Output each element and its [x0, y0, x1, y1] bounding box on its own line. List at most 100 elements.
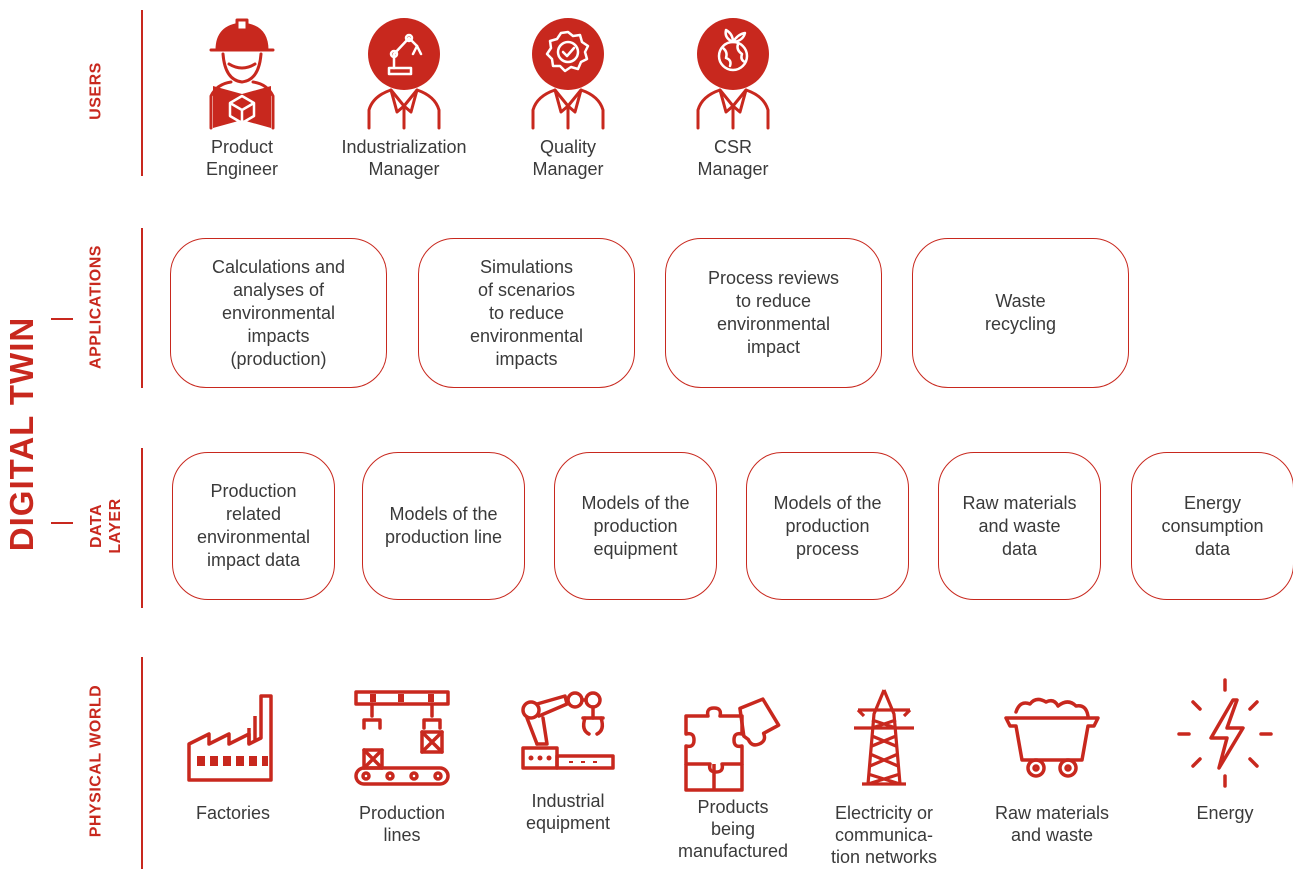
data-layer-text-line: Models of the: [389, 504, 498, 524]
physical-label: Electricity or communica- tion networks: [809, 802, 959, 868]
product-engineer-icon: [209, 18, 275, 130]
physical-label-line1: Industrial: [531, 791, 605, 811]
physical-label-line1: Products: [697, 797, 769, 817]
application-text-line: (production): [230, 348, 327, 369]
physical-item-industrial-equipment: Industrial equipment: [493, 688, 643, 834]
application-text-line: environmental: [716, 314, 831, 334]
physical-item-networks: Electricity or communica- tion networks: [809, 688, 959, 868]
user-label-line2: Manager: [368, 159, 440, 179]
physical-label: Factories: [158, 802, 308, 824]
application-text-line: to reduce: [488, 302, 565, 323]
section-line-applications: [141, 228, 143, 388]
data-layer-text-line: production: [785, 515, 870, 536]
physical-item-raw-materials: Raw materials and waste: [977, 688, 1127, 846]
data-layer-text-line: data: [1194, 538, 1231, 559]
application-text-line: of scenarios: [477, 279, 576, 300]
user-label-line1: Quality: [539, 137, 597, 157]
physical-label-line2: lines: [383, 825, 421, 845]
physical-label-line1: Factories: [195, 803, 271, 823]
application-text-line: Calculations and: [211, 256, 346, 277]
user-label-line1: Industrialization: [341, 137, 467, 157]
physical-label-line1: Energy: [1196, 803, 1254, 823]
data-layer-box: Energy consumption data: [1131, 452, 1293, 600]
application-text-line: recycling: [984, 314, 1057, 334]
power-tower-icon: [854, 689, 914, 786]
user-label: Quality Manager: [493, 136, 643, 180]
physical-label: Industrial equipment: [493, 790, 643, 834]
section-label-data-layer-line1: DATA: [88, 503, 105, 549]
robot-arm-icon: [521, 691, 615, 770]
physical-label-line2: communica-: [834, 825, 934, 845]
physical-label-line3: manufactured: [677, 841, 789, 861]
data-layer-text-line: and waste: [978, 515, 1061, 536]
data-layer-text-line: Raw materials: [962, 492, 1077, 513]
physical-label-line3: tion networks: [830, 847, 938, 867]
quality-manager-icon: [531, 18, 605, 130]
data-layer-text-line: Models of the: [581, 492, 690, 513]
twin-divider-top: [51, 318, 73, 320]
physical-label: Raw materials and waste: [977, 802, 1127, 846]
application-text-line: Process reviews: [707, 268, 840, 288]
section-label-users: USERS: [87, 62, 105, 120]
physical-item-factories: Factories: [158, 688, 308, 824]
section-line-users: [141, 10, 143, 176]
digital-twin-title: DIGITAL TWIN: [3, 316, 40, 552]
user-label: Product Engineer: [167, 136, 317, 180]
application-text-line: to reduce: [735, 291, 812, 311]
user-label: CSR Manager: [658, 136, 808, 180]
data-layer-text-line: Models of the: [773, 492, 882, 513]
physical-label-line2: and waste: [1010, 825, 1094, 845]
csr-manager-icon: [696, 18, 770, 130]
section-label-physical-world: PHYSICAL WORLD: [87, 684, 105, 838]
data-layer-box: Raw materials and waste data: [938, 452, 1101, 600]
user-product-engineer: Product Engineer: [167, 16, 317, 180]
application-box: Simulations of scenarios to reduce envir…: [418, 238, 635, 388]
physical-item-energy: Energy: [1150, 678, 1293, 824]
section-line-data-layer: [141, 448, 143, 608]
section-label-data-layer: DATA LAYER: [87, 498, 125, 553]
data-layer-text-line: production line: [384, 527, 503, 547]
data-layer-text-line: production: [593, 515, 678, 536]
application-box: Calculations and analyses of environment…: [170, 238, 387, 388]
section-line-physical-world: [141, 657, 143, 869]
physical-item-products: Products being manufactured: [658, 694, 808, 862]
data-layer-text-line: related: [225, 504, 282, 524]
twin-divider-bottom: [51, 522, 73, 524]
application-text-line: Waste: [995, 291, 1046, 311]
physical-label-line1: Production: [358, 803, 446, 823]
application-text-line: impact: [746, 337, 800, 357]
application-box: Process reviews to reduce environmental …: [665, 238, 882, 388]
factory-icon: [187, 694, 273, 782]
physical-item-production-lines: Production lines: [327, 688, 477, 846]
industrialization-manager-icon: [367, 18, 441, 130]
user-label: Industrialization Manager: [329, 136, 479, 180]
data-layer-text-line: Production: [210, 481, 297, 501]
physical-label: Products being manufactured: [658, 796, 808, 862]
user-label-line1: CSR: [713, 137, 752, 157]
puzzle-icon: [684, 697, 781, 792]
user-label-line2: Engineer: [205, 159, 279, 179]
user-label-line2: Manager: [697, 159, 769, 179]
data-layer-box: Models of the production equipment: [554, 452, 717, 600]
data-layer-text-line: data: [1001, 538, 1038, 559]
user-quality-manager: Quality Manager: [493, 16, 643, 180]
data-layer-text-line: equipment: [593, 538, 678, 559]
physical-label-line2: equipment: [525, 813, 611, 833]
application-box: Waste recycling: [912, 238, 1129, 388]
physical-label-line2: being: [710, 819, 756, 839]
data-layer-text-line: impact data: [206, 550, 301, 570]
data-layer-box: Production related environmental impact …: [172, 452, 335, 600]
data-layer-text-line: consumption: [1161, 515, 1264, 536]
user-industrialization-manager: Industrialization Manager: [329, 16, 479, 180]
user-label-line1: Product: [210, 137, 274, 157]
application-text-line: analyses of: [232, 279, 325, 300]
data-layer-text-line: Energy: [1183, 492, 1242, 513]
lightning-icon: [1177, 678, 1273, 788]
physical-label-line1: Raw materials: [994, 803, 1110, 823]
production-line-icon: [354, 690, 450, 786]
data-layer-box: Models of the production process: [746, 452, 909, 600]
mine-cart-icon: [1004, 697, 1100, 778]
data-layer-text-line: process: [795, 538, 860, 559]
section-label-applications: APPLICATIONS: [87, 245, 105, 369]
application-text-line: environmental: [221, 302, 336, 323]
